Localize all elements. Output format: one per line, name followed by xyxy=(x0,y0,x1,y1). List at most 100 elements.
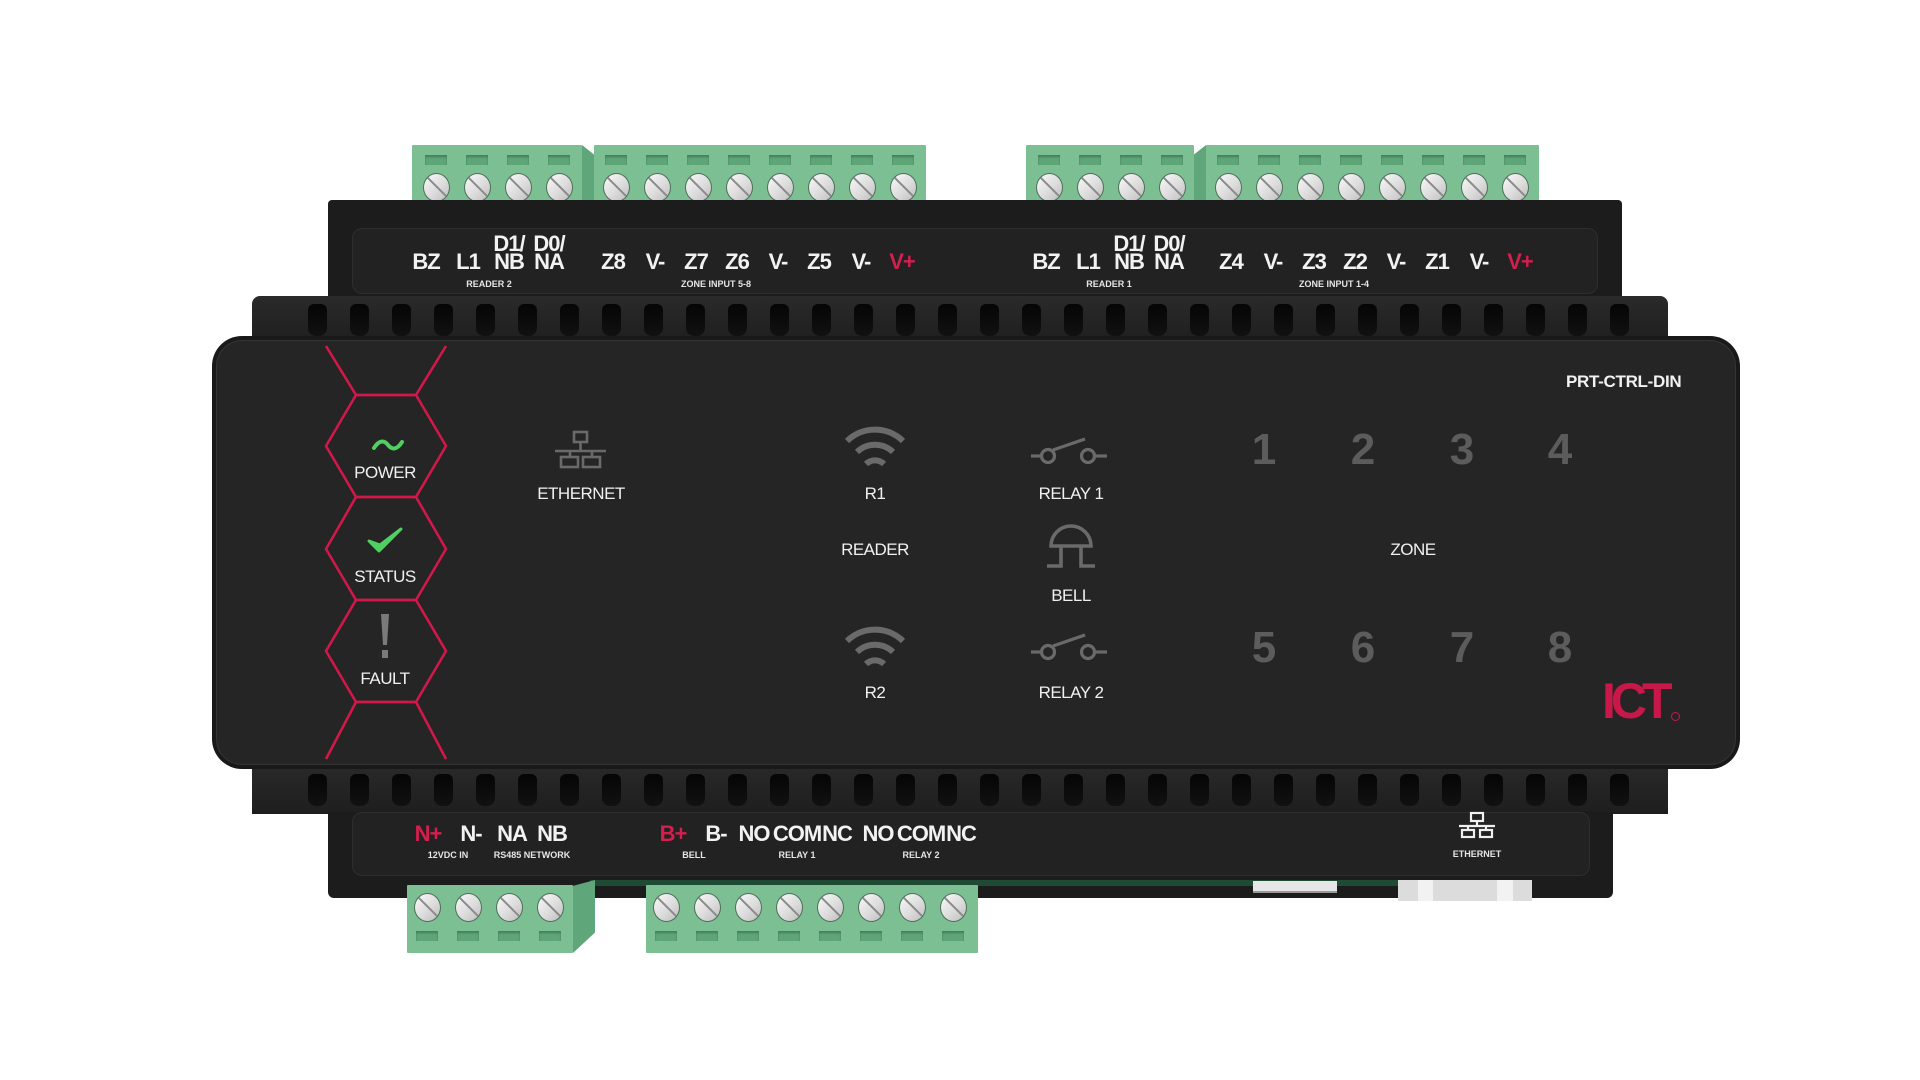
ict-logo: ICT xyxy=(1602,673,1673,729)
pin-label: Z1 xyxy=(1425,249,1450,274)
pin-label: V- xyxy=(645,249,666,274)
screw[interactable] xyxy=(940,893,967,922)
indicator-label-ethernet: ETHERNET xyxy=(537,484,625,503)
pin-label: V- xyxy=(851,249,872,274)
pin-label: D0/ xyxy=(1153,231,1185,256)
relay-switch-icon-1 xyxy=(1031,437,1107,465)
indicator-label-relay1: RELAY 1 xyxy=(1038,484,1104,503)
led-honeycomb xyxy=(324,345,448,760)
screw[interactable] xyxy=(505,173,532,202)
group-label-zone-1-4: ZONE INPUT 1-4 xyxy=(1298,279,1370,289)
screw[interactable] xyxy=(1215,173,1242,202)
screw[interactable] xyxy=(1256,173,1283,202)
pin-label: Z6 xyxy=(725,249,750,274)
terminal-bevel xyxy=(573,880,595,953)
pin-label: D0/ xyxy=(533,231,565,256)
label-relay2: RELAY 2 xyxy=(902,850,940,860)
terminal-block-power-network xyxy=(407,885,573,953)
rj45-port[interactable] xyxy=(1398,880,1532,901)
relay-switch-icon-2 xyxy=(1031,633,1107,661)
screw[interactable] xyxy=(1297,173,1324,202)
pin-label: NA xyxy=(534,249,565,274)
screw[interactable] xyxy=(685,173,712,202)
screw[interactable] xyxy=(776,893,803,922)
pin-label: NA xyxy=(1154,249,1185,274)
zone-indicator-5: 5 xyxy=(1251,623,1277,672)
zone-indicator-2: 2 xyxy=(1350,425,1376,474)
pin-label: Z8 xyxy=(601,249,626,274)
pin-label: NB xyxy=(537,821,568,846)
screw[interactable] xyxy=(496,893,523,922)
label-bell: BELL xyxy=(682,850,706,860)
screw[interactable] xyxy=(546,173,573,202)
pin-label: V- xyxy=(1263,249,1284,274)
pin-label: BZ xyxy=(1032,249,1060,274)
pin-label: D1/ xyxy=(1113,231,1145,256)
pin-label: L1 xyxy=(456,249,481,274)
ethernet-icon xyxy=(1459,811,1495,839)
indicator-label-relay2: RELAY 2 xyxy=(1038,683,1104,702)
screw[interactable] xyxy=(726,173,753,202)
screw[interactable] xyxy=(537,893,564,922)
label-rs485-network: RS485 NETWORK xyxy=(493,850,571,860)
screw[interactable] xyxy=(858,893,885,922)
screw[interactable] xyxy=(644,173,671,202)
pin-label: Z2 xyxy=(1343,249,1368,274)
pin-label: Z4 xyxy=(1219,249,1244,274)
screw[interactable] xyxy=(694,893,721,922)
tilde-icon xyxy=(372,439,404,451)
zone-indicator-6: 6 xyxy=(1350,623,1376,672)
pin-label: COM xyxy=(772,821,822,846)
zone-indicator-7: 7 xyxy=(1449,623,1475,672)
screw[interactable] xyxy=(767,173,794,202)
screw[interactable] xyxy=(735,893,762,922)
pin-label-vplus: V+ xyxy=(1507,249,1534,274)
screw[interactable] xyxy=(1036,173,1063,202)
pin-label: Z5 xyxy=(807,249,832,274)
registered-mark xyxy=(1671,712,1680,721)
label-relay1: RELAY 1 xyxy=(778,850,816,860)
screw[interactable] xyxy=(423,173,450,202)
front-panel xyxy=(216,340,1736,765)
pin-label: L1 xyxy=(1076,249,1101,274)
screw[interactable] xyxy=(603,173,630,202)
ethernet-network-icon xyxy=(555,430,606,469)
screw[interactable] xyxy=(653,893,680,922)
bottom-vent-band xyxy=(252,762,1668,814)
screw[interactable] xyxy=(455,893,482,922)
indicator-label-r2: R2 xyxy=(864,683,886,702)
screw[interactable] xyxy=(464,173,491,202)
bottom-label-strip xyxy=(352,812,1590,876)
pin-label: NC xyxy=(946,821,977,846)
pin-label: Z3 xyxy=(1302,249,1327,274)
screw[interactable] xyxy=(1338,173,1365,202)
screw[interactable] xyxy=(899,893,926,922)
usb-port[interactable] xyxy=(1253,881,1337,893)
pin-label: NB xyxy=(1114,249,1145,274)
screw[interactable] xyxy=(1379,173,1406,202)
pin-label: N- xyxy=(460,821,482,846)
screw[interactable] xyxy=(849,173,876,202)
pin-label: BZ xyxy=(412,249,440,274)
screw[interactable] xyxy=(1118,173,1145,202)
pin-label: NA xyxy=(497,821,528,846)
wifi-icon-r1 xyxy=(844,426,906,467)
zone-indicator-4: 4 xyxy=(1547,425,1573,474)
pin-label: NB xyxy=(494,249,525,274)
indicator-label-zone: ZONE xyxy=(1390,540,1436,559)
screw[interactable] xyxy=(890,173,917,202)
exclamation-icon xyxy=(381,614,389,658)
screw[interactable] xyxy=(1077,173,1104,202)
pin-label-nplus: N+ xyxy=(414,821,443,846)
screw[interactable] xyxy=(1159,173,1186,202)
terminal-block-bell-relays xyxy=(646,885,978,953)
screw[interactable] xyxy=(1502,173,1529,202)
pin-label: V- xyxy=(1386,249,1407,274)
screw[interactable] xyxy=(808,173,835,202)
bell-icon xyxy=(1047,524,1095,568)
screw[interactable] xyxy=(1420,173,1447,202)
screw[interactable] xyxy=(1461,173,1488,202)
screw[interactable] xyxy=(817,893,844,922)
pin-label-vplus: V+ xyxy=(889,249,916,274)
screw[interactable] xyxy=(414,893,441,922)
